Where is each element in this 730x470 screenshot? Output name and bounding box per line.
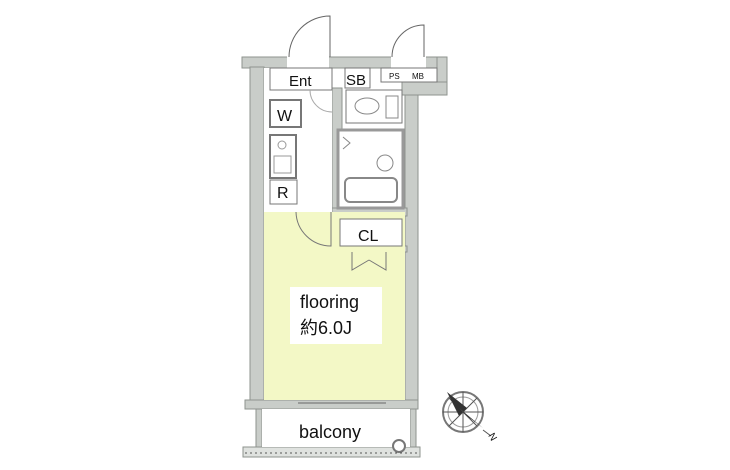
kitchen-sink-icon [273, 155, 292, 174]
room-label-box [290, 287, 382, 344]
main-room-type: flooring [300, 292, 359, 312]
closet [339, 218, 403, 247]
shoe-box [344, 67, 371, 89]
refrigerator-space [269, 179, 298, 205]
entrance-door-opening [287, 56, 329, 69]
balcony-label: balcony [299, 422, 361, 442]
ps-bottom-wall [401, 81, 448, 96]
balcony-floor [262, 409, 410, 447]
left-wall [249, 66, 265, 402]
compass-icon [442, 391, 492, 437]
balcony-right-wall [409, 408, 417, 448]
ps-mb-box [380, 67, 438, 83]
ps-door-opening [391, 56, 426, 69]
washer-space [269, 99, 302, 128]
stove-icon [277, 140, 287, 150]
entrance-box [269, 67, 333, 91]
shoe-box-label: SB [346, 72, 366, 89]
toilet-tank-icon [385, 95, 399, 119]
sink-icon [376, 154, 394, 172]
bath-door-icon[interactable] [342, 136, 351, 150]
refrigerator-label: R [277, 185, 289, 202]
washer-label: W [277, 108, 293, 125]
entrance-label: Ent [289, 73, 312, 90]
main-room-size: 約6.0J [300, 318, 352, 338]
closet-doors[interactable] [351, 252, 387, 271]
mb-label: MB [412, 72, 424, 81]
closet-label: CL [358, 228, 379, 245]
ps-door[interactable] [391, 24, 425, 58]
ps-label: PS [389, 72, 400, 81]
toilet-icon [354, 97, 380, 115]
right-wall [404, 87, 419, 402]
room-door[interactable] [295, 211, 332, 247]
drain-icon [392, 439, 406, 453]
compass-north-label: N [485, 431, 498, 443]
bottom-wall [244, 399, 419, 410]
balcony-left-wall [255, 408, 263, 448]
bathroom [336, 128, 405, 210]
bathtub-icon [344, 177, 398, 203]
entrance-door[interactable] [288, 15, 331, 58]
corridor-door[interactable] [309, 89, 333, 113]
